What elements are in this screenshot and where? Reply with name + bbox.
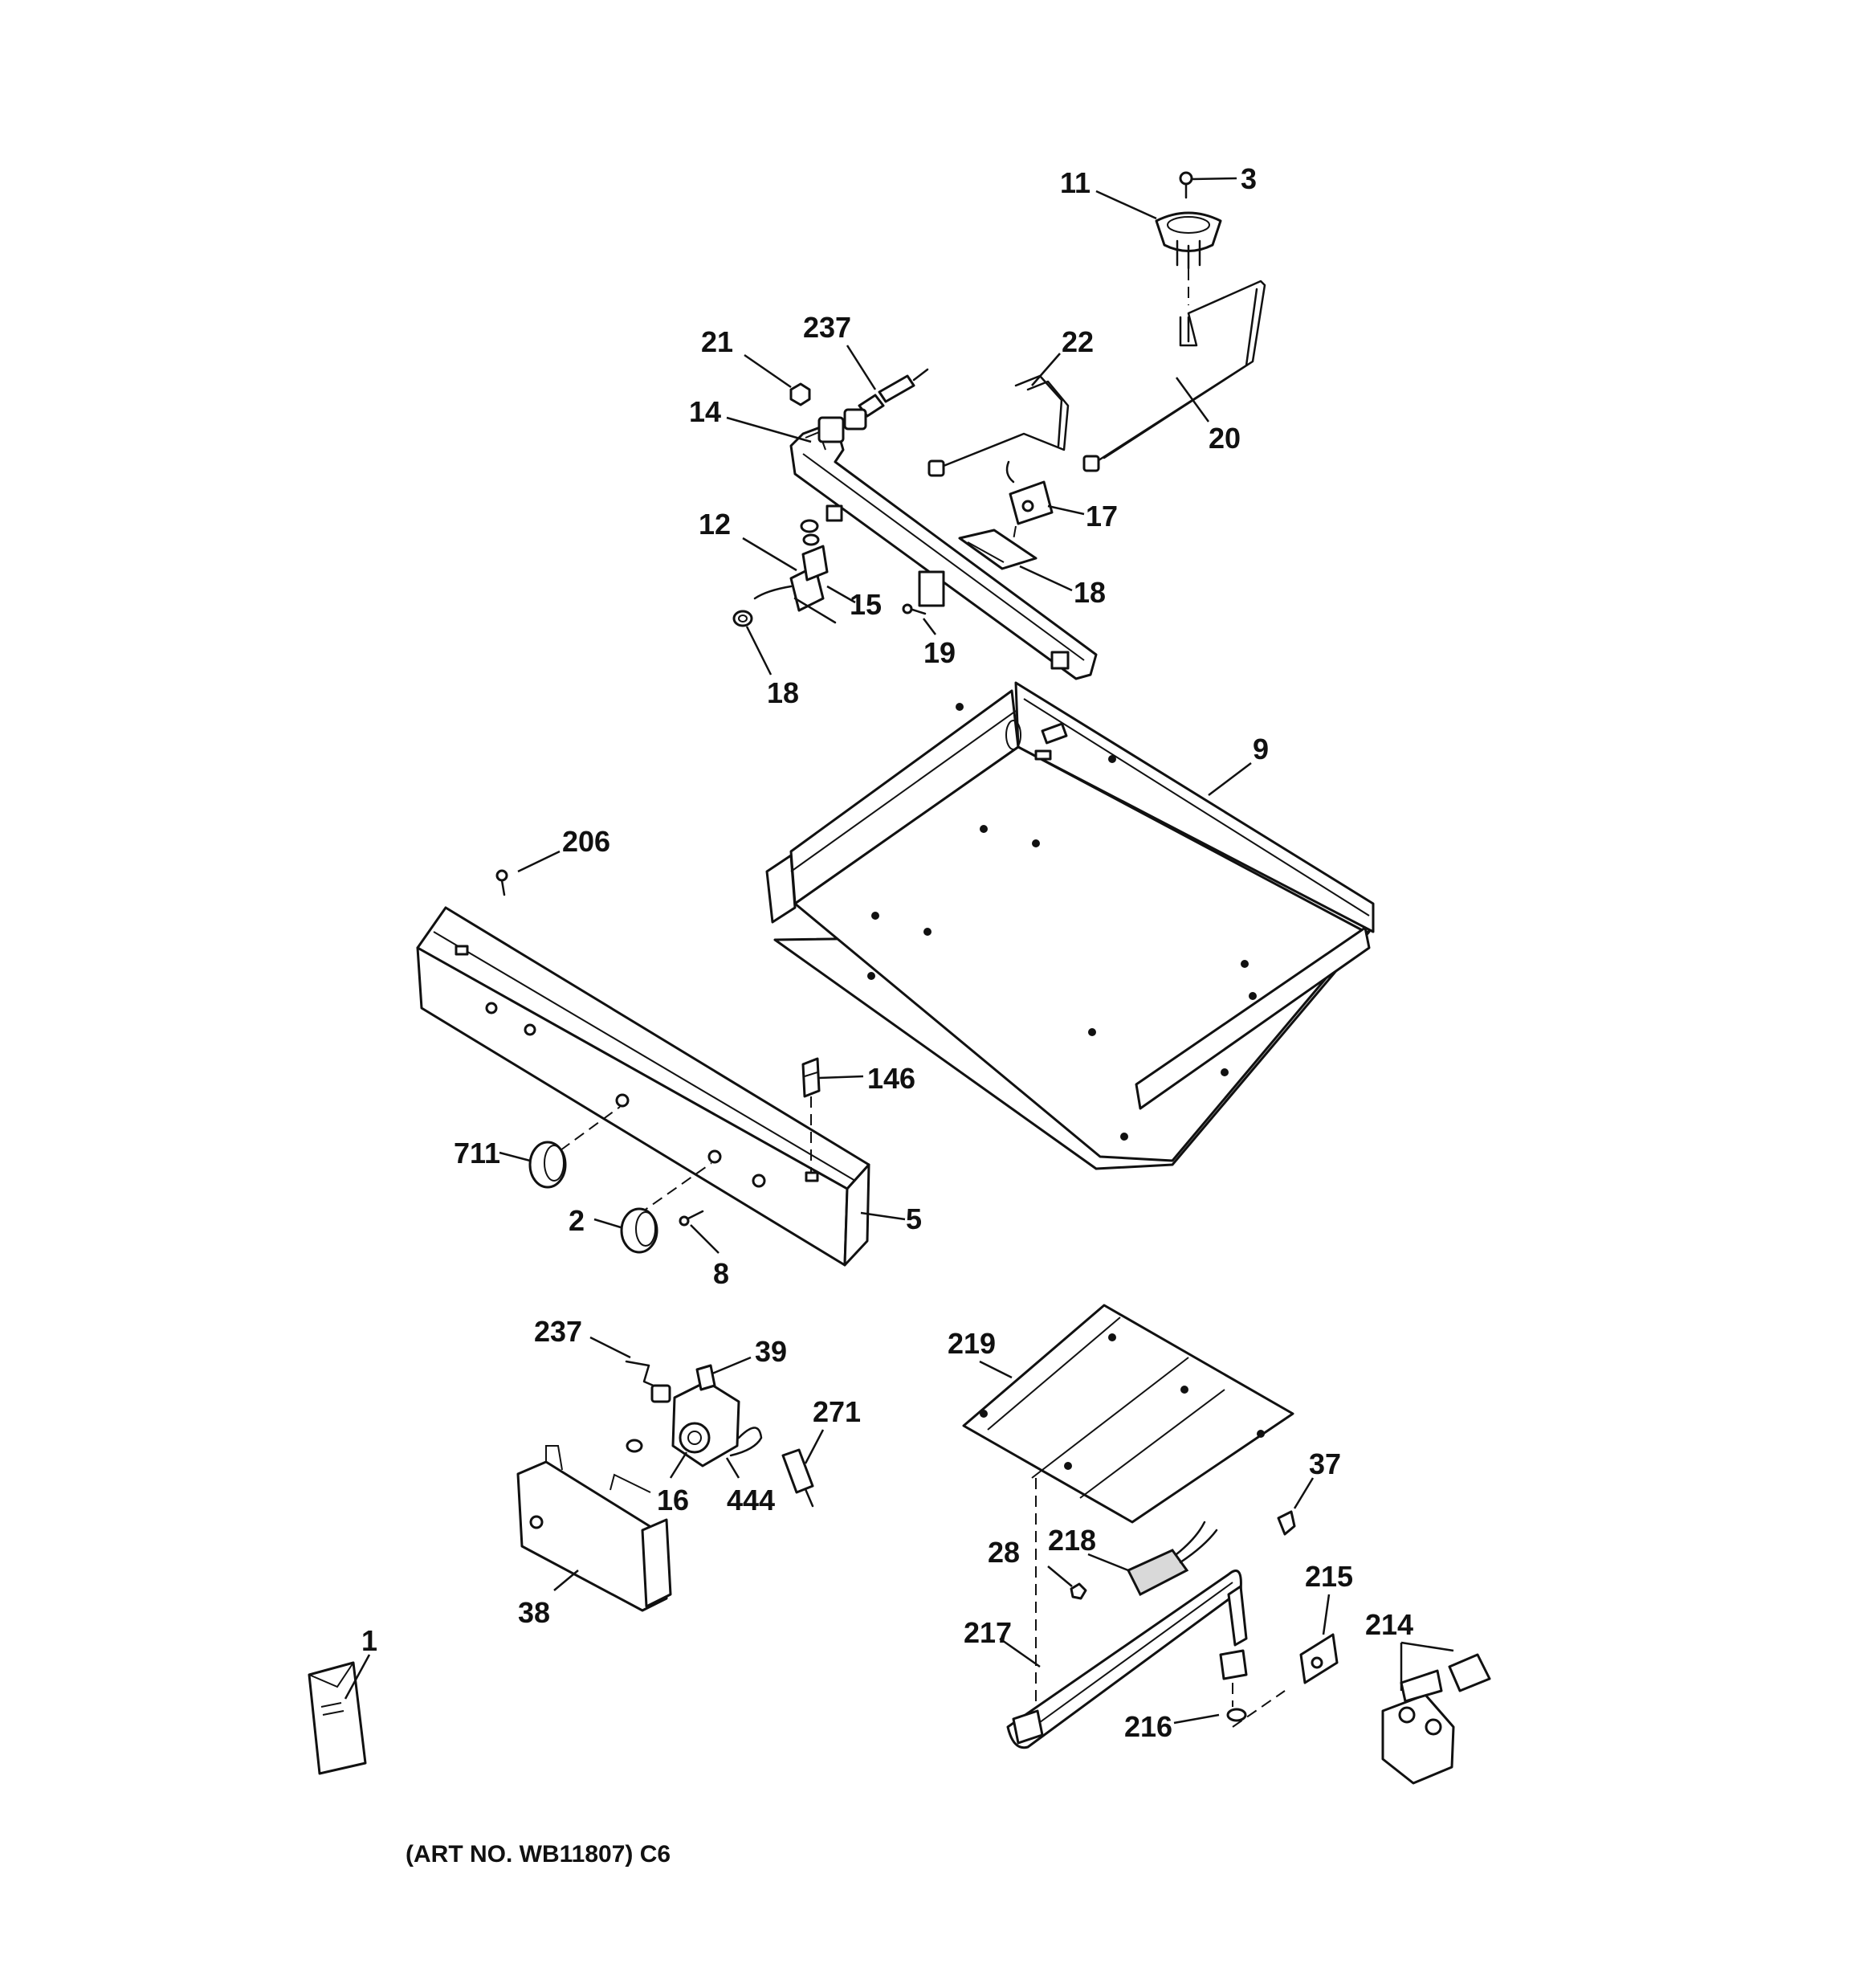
callout-9: 9 bbox=[1253, 733, 1269, 765]
part-19-screw bbox=[902, 603, 927, 615]
part-146-clip bbox=[801, 1057, 821, 1098]
leader-lines bbox=[344, 177, 1454, 1725]
callout-215: 215 bbox=[1305, 1560, 1353, 1593]
callout-37: 37 bbox=[1309, 1447, 1341, 1480]
part-711-knob bbox=[528, 1141, 567, 1189]
part-14-burner-bar bbox=[789, 408, 1098, 680]
part-215-bracket bbox=[1299, 1633, 1339, 1684]
part-237-orifice bbox=[858, 368, 929, 418]
part-17-igniter bbox=[1005, 460, 1054, 525]
part-8-screw bbox=[679, 1210, 704, 1227]
callout-271: 271 bbox=[813, 1395, 861, 1428]
callout-18-left: 18 bbox=[767, 676, 799, 709]
callout-39: 39 bbox=[755, 1335, 787, 1368]
callout-22: 22 bbox=[1062, 325, 1094, 358]
part-11-burner-head bbox=[1155, 211, 1222, 270]
callout-12: 12 bbox=[699, 508, 731, 541]
part-9-burner-box bbox=[765, 681, 1375, 1170]
callout-17: 17 bbox=[1086, 500, 1118, 533]
part-218-igniter bbox=[1126, 1521, 1218, 1597]
art-number-caption: (ART NO. WB11807) C6 bbox=[406, 1841, 671, 1868]
callout-444: 444 bbox=[727, 1484, 775, 1517]
part-216-clip bbox=[1219, 1649, 1248, 1722]
part-18-bracket bbox=[958, 529, 1037, 570]
part-206-screw bbox=[495, 869, 508, 896]
part-237-orifice-lower bbox=[625, 1360, 671, 1403]
part-5-control-panel bbox=[416, 906, 870, 1267]
callout-237-lower: 237 bbox=[534, 1315, 582, 1348]
callout-216: 216 bbox=[1124, 1710, 1172, 1743]
part-28-screw bbox=[1070, 1582, 1087, 1600]
callout-labels: 3 11 22 20 21 237 14 12 15 17 18 18 19 9… bbox=[361, 162, 1413, 1868]
callout-16: 16 bbox=[657, 1484, 689, 1517]
part-219-shield bbox=[962, 1304, 1294, 1524]
part-2-knob bbox=[620, 1207, 658, 1254]
part-217-burner-tube bbox=[1006, 1570, 1248, 1749]
callout-219: 219 bbox=[948, 1327, 996, 1360]
callout-19: 19 bbox=[923, 636, 956, 669]
callout-20: 20 bbox=[1209, 422, 1241, 455]
callout-15: 15 bbox=[850, 588, 882, 621]
callout-237-top: 237 bbox=[803, 311, 851, 344]
callout-218: 218 bbox=[1048, 1524, 1096, 1557]
callout-214: 214 bbox=[1365, 1608, 1413, 1641]
callout-38: 38 bbox=[518, 1596, 550, 1629]
callout-2: 2 bbox=[569, 1204, 585, 1237]
part-38-valve-cover bbox=[516, 1445, 672, 1612]
callout-206: 206 bbox=[562, 825, 610, 858]
callout-14: 14 bbox=[689, 395, 721, 428]
part-12-igniter bbox=[753, 545, 837, 624]
part-1-literature-envelope bbox=[308, 1661, 367, 1775]
part-214-valve bbox=[1381, 1653, 1491, 1785]
part-18-nut bbox=[732, 610, 753, 627]
callout-28: 28 bbox=[988, 1536, 1020, 1569]
callout-1: 1 bbox=[361, 1624, 377, 1657]
part-39-valve bbox=[671, 1364, 763, 1468]
callout-11: 11 bbox=[1060, 166, 1090, 199]
part-37-spacer bbox=[1277, 1510, 1296, 1536]
callout-5: 5 bbox=[906, 1202, 922, 1235]
burner-box-mounting-holes bbox=[867, 703, 1257, 1141]
part-21-nut bbox=[789, 382, 811, 406]
part-15-washer bbox=[800, 519, 820, 546]
part-16-screw bbox=[626, 1439, 643, 1453]
callout-217: 217 bbox=[964, 1616, 1012, 1649]
callout-3: 3 bbox=[1241, 162, 1257, 195]
part-3-screw bbox=[1179, 171, 1193, 199]
callout-21: 21 bbox=[701, 325, 733, 358]
callout-18-right: 18 bbox=[1074, 576, 1106, 609]
part-22-gas-tube bbox=[927, 374, 1070, 477]
callout-146: 146 bbox=[867, 1062, 915, 1095]
part-271-stud bbox=[781, 1448, 814, 1508]
callout-711: 711 bbox=[454, 1137, 500, 1170]
callout-8: 8 bbox=[713, 1257, 729, 1290]
part-20-gas-tube bbox=[1082, 280, 1266, 472]
